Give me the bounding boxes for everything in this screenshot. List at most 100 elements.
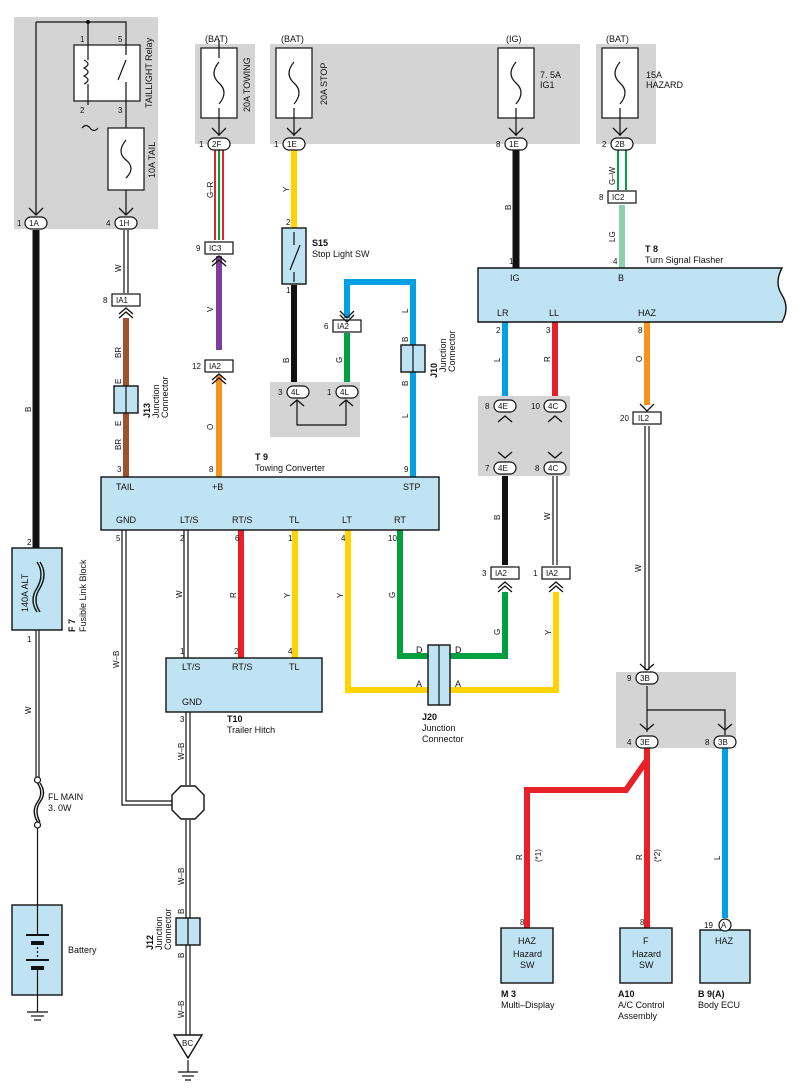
pin-a10: 8 (640, 918, 645, 927)
wire-label: L (713, 855, 722, 860)
taillight-relay: 1 5 2 3 TAILLIGHT Relay (35, 20, 154, 215)
multi-display: HAZ Hazard SW 8 M 3 Multi–Display (500, 918, 555, 1010)
fuse-stop: (BAT) 20A STOP (275, 34, 329, 136)
t10-rts: RT/S (232, 662, 252, 672)
pin-t8-haz: 8 (638, 326, 643, 335)
j20-d-left: D (416, 645, 423, 655)
pin-t8-lr: 2 (496, 326, 501, 335)
body-ecu: A 19 HAZ B 9(A) Body ECU (698, 918, 751, 1010)
conn-IA2-g: IA2 (337, 322, 350, 331)
j20-a-left: A (416, 679, 422, 689)
hazard-amp-label: 15A (646, 70, 662, 80)
wire-label: W–B (177, 743, 186, 760)
wire-label: V (206, 306, 215, 312)
wire-label: W (114, 264, 123, 272)
turn-signal-flasher: T 8 Turn Signal Flasher IG B LR LL HAZ 1… (477, 244, 787, 335)
pin-f7-bot: 1 (27, 635, 32, 644)
t10-tl: TL (289, 662, 300, 672)
j13-name2: Connector (160, 376, 170, 418)
relay-pin-5: 5 (118, 35, 123, 44)
wires (32, 150, 728, 1035)
bat-stop-label: (BAT) (281, 34, 304, 44)
wire-label: W–B (177, 868, 186, 885)
t9-code: T 9 (255, 452, 268, 462)
wire-label: W (24, 706, 33, 714)
pin-t9-tail: 3 (117, 465, 122, 474)
t9-b: +B (212, 482, 223, 492)
relay-pin-3: 3 (118, 106, 123, 115)
j13-code: J13 (142, 403, 152, 418)
fuse-towing: (BAT) 20A TOWING (200, 34, 252, 136)
pin-s15-bot: 1 (286, 286, 291, 295)
wire-label: B (282, 358, 291, 363)
j20-name1: Junction (422, 723, 456, 733)
conn-1H: 1H (119, 219, 129, 228)
stop-light-switch: 2 1 S15 Stop Light SW (281, 218, 370, 295)
t10-lts: LT/S (182, 662, 200, 672)
pin-t9-rts: 6 (235, 534, 240, 543)
pin-t9-gnd: 5 (116, 534, 121, 543)
pin-t9-b: 8 (209, 465, 214, 474)
stop-fuse-label: 20A STOP (319, 63, 329, 105)
wire-label: G (335, 357, 344, 363)
wire-label: E (114, 421, 123, 426)
a10-l3: SW (639, 960, 654, 970)
pin-t8-ig: 1 (509, 257, 514, 266)
t8-code: T 8 (645, 244, 658, 254)
conn-IA2-b: IA2 (495, 569, 508, 578)
wire-label: Y (282, 186, 291, 192)
pin-4L-a: 3 (278, 388, 283, 397)
wire-label: B (401, 337, 410, 342)
wire-color-labels: G–R V O Y B G L B B L B G–W LG L R O B W… (24, 166, 722, 1018)
t9-gnd: GND (116, 515, 137, 525)
t9-rt: RT (394, 515, 406, 525)
pin-4L-b: 1 (327, 388, 332, 397)
battery: Battery (11, 904, 97, 1012)
wire-label: Y (544, 629, 553, 635)
a10-l1: F (643, 936, 649, 946)
t8-lr: LR (497, 308, 509, 318)
pin-IC3: 9 (196, 244, 201, 253)
f7-code: F 7 (67, 619, 77, 632)
pin-3B-a: 9 (627, 674, 632, 683)
ig-label: (IG) (506, 34, 522, 44)
pin-IA1: 8 (103, 296, 108, 305)
a10-l2: Hazard (632, 949, 661, 959)
wire-label: G–W (608, 166, 617, 185)
conn-IC2: IC2 (612, 193, 625, 202)
wire-label: B (401, 381, 410, 386)
j10-name2: Connector (447, 330, 457, 372)
bc-ground-connector: BC (172, 1034, 204, 1060)
a10-code: A10 (618, 989, 635, 999)
wire-label: R (635, 854, 644, 860)
conn-4E-a: 4E (498, 402, 508, 411)
t10-code: T10 (227, 714, 243, 724)
hazard-name-label: HAZARD (646, 80, 684, 90)
round-connectors: 1A 1 1H 4 2F 1 1E 1 1E 8 2B 2 4L 3 4L 1 … (17, 137, 737, 749)
ac-control-assembly: F Hazard SW 8 A10 A/C Control Assembly (618, 918, 673, 1021)
m3-l2: Hazard (513, 949, 542, 959)
conn-4C-b: 4C (548, 464, 558, 473)
conn-BC: BC (182, 1039, 193, 1048)
pin-1H: 4 (106, 219, 111, 228)
pin-IA2-b: 3 (482, 569, 487, 578)
wire-label: W (175, 590, 184, 598)
bat-towing-label: (BAT) (205, 34, 228, 44)
pin-m3: 8 (520, 918, 525, 927)
m3-l3: SW (520, 960, 535, 970)
pin-4C-b: 8 (535, 464, 540, 473)
conn-2B: 2B (615, 140, 625, 149)
fuse-hazard: (BAT) 15A HAZARD (601, 34, 684, 136)
j20-name2: Connector (422, 734, 464, 744)
t8-ll: LL (549, 308, 559, 318)
tail-fuse-label: 10A TAIL (147, 142, 157, 178)
pin-t10-lts: 1 (180, 647, 185, 656)
t10-gnd: GND (182, 697, 203, 707)
note-1: (*1) (534, 849, 543, 862)
pin-t9-lts: 2 (180, 534, 185, 543)
pin-t10-rts: 2 (234, 647, 239, 656)
conn-IC3: IC3 (209, 244, 222, 253)
pin-4E-b: 7 (485, 464, 490, 473)
pin-4C-a: 10 (531, 402, 540, 411)
